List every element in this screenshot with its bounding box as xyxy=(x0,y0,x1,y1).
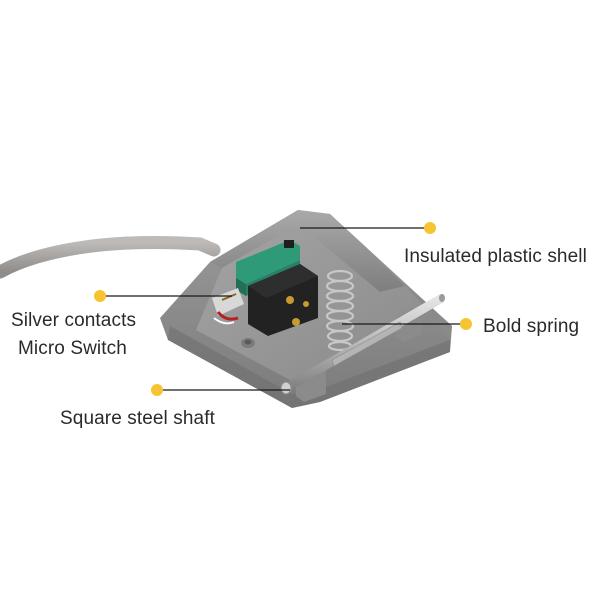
label-silver-contacts: Silver contacts xyxy=(11,310,137,331)
cable xyxy=(0,235,221,279)
marker-dot-shell xyxy=(424,222,436,234)
label-square-steel-shaft: Square steel shaft xyxy=(60,408,215,429)
micro-switch xyxy=(212,240,318,336)
steel-shaft xyxy=(280,294,445,395)
label-insulated-plastic-shell: Insulated plastic shell xyxy=(404,246,587,267)
spring xyxy=(325,269,355,352)
marker-dot-shaft xyxy=(151,384,163,396)
label-micro-switch: Micro Switch xyxy=(18,338,127,359)
marker-dot-spring xyxy=(460,318,472,330)
housing-back-wall xyxy=(210,210,405,292)
label-bold-spring: Bold spring xyxy=(483,316,580,337)
marker-dot-contacts xyxy=(94,290,106,302)
